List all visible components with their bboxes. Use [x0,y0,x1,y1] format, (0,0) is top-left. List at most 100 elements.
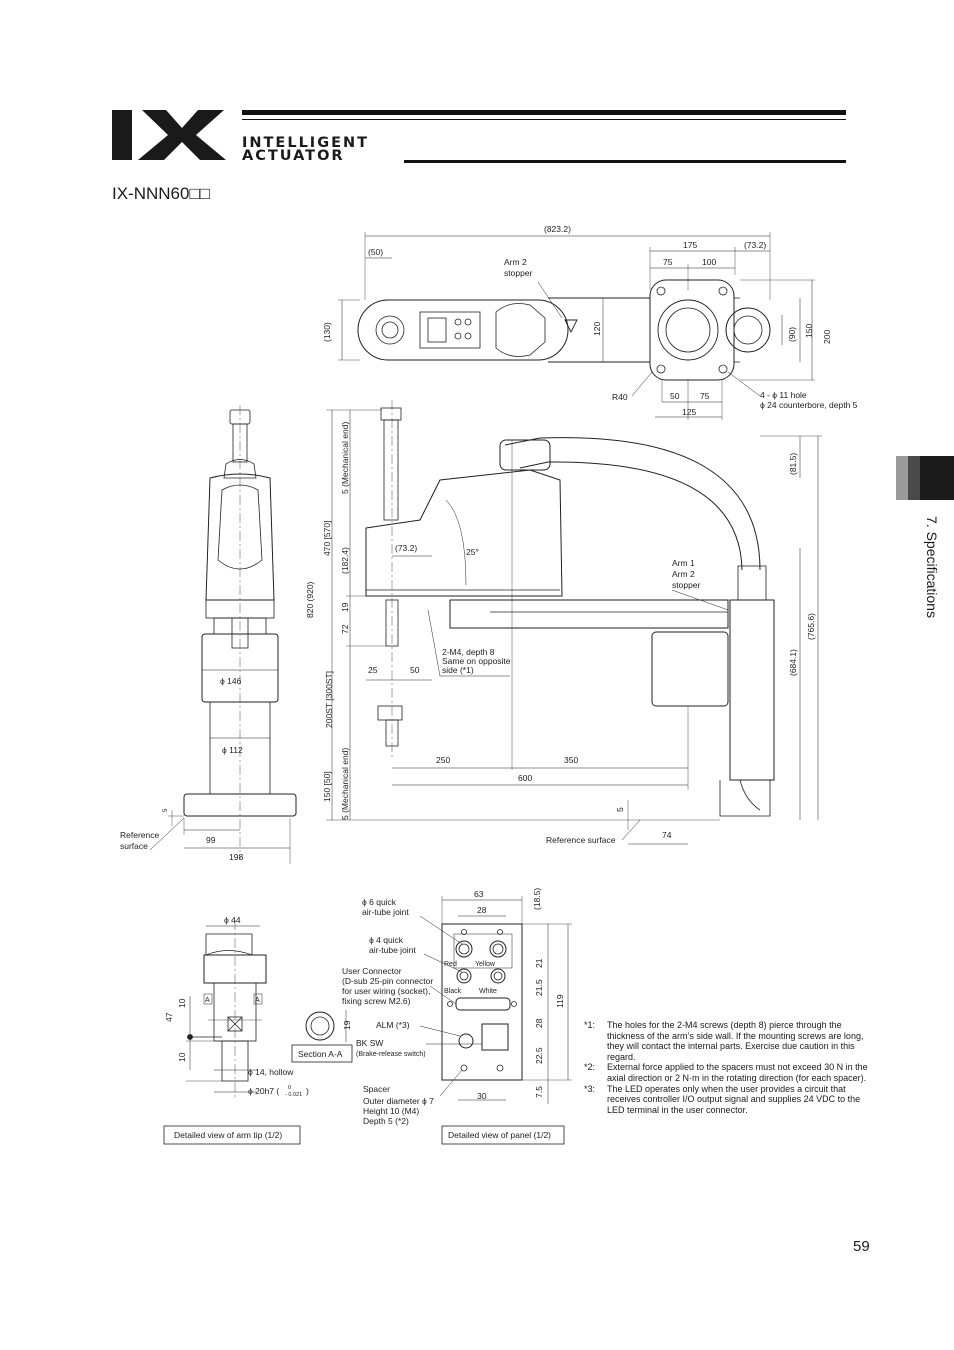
hole-spec-2: ϕ 24 counterbore, depth 5 [760,400,858,410]
q4-line1: ϕ 4 quick [369,935,404,945]
arm-tip-detail [163,920,353,1145]
note-3: *3: The LED operates only when the user … [584,1084,876,1116]
dim-130: (130) [322,322,332,342]
panel-caption: Detailed view of panel (1/2) [448,1130,551,1140]
dim-198: 198 [229,852,243,862]
side-tab-mid [908,456,920,500]
m4-note-3: side (*1) [442,665,474,675]
dim-44: ϕ 44 [224,915,241,925]
tol-close: ) [306,1086,309,1096]
m4-note-1: 2-M4, depth 8 [442,647,495,657]
dim-47: 47 [164,1012,174,1022]
logo-line-1: INTELLIGENT [242,135,370,151]
dim-250: 250 [436,755,450,765]
hole-spec-1: 4 - ϕ 11 hole [760,390,807,400]
dim-28-panel: 28 [477,905,487,915]
red-label: Red [444,961,457,968]
dim-119: 119 [555,994,565,1008]
dim-63: 63 [474,889,484,899]
dim-10b: 10 [177,1052,187,1062]
logo-line-2: ACTUATOR [242,148,345,164]
dim-820: 820 (920) [305,581,315,618]
dim-30: 30 [477,1091,487,1101]
arm2-stopper-line2: stopper [504,268,533,278]
uc-line4: fixing screw M2.6) [342,996,411,1006]
dim-81: (81.5) [788,453,798,475]
dim-73-top: (73.2) [744,240,766,250]
yellow-label: Yellow [475,961,496,968]
note-2: *2: External force applied to the spacer… [584,1062,876,1083]
dim-100: 100 [702,257,716,267]
note-3-mark: *3: [584,1083,596,1094]
tol-top: 0 [288,1085,291,1091]
stopper-label: stopper [672,580,701,590]
section-aa: Section A-A [298,1049,343,1059]
q4-line2: air-tube joint [369,945,416,955]
note-1: *1: The holes for the 2-M4 screws (depth… [584,1020,876,1062]
panel-detail [419,896,572,1145]
note-2-mark: *2: [584,1062,596,1073]
bksw-line1: BK SW [356,1038,383,1048]
tol-bot: - 0.021 [285,1092,302,1098]
dim-22-5: 22.5 [534,1047,544,1064]
uc-line2: (D-sub 25-pin connector [342,976,433,986]
dim-823: (823.2) [544,224,571,234]
spacer-line3: Height 10 (M4) [363,1106,419,1116]
mech-end-bot: 5 (Mechanical end) [340,748,350,820]
q6-line2: air-tube joint [362,907,409,917]
dim-125: 125 [682,407,696,417]
header-rule-thin [242,119,846,120]
alm-label: ALM (*3) [376,1020,410,1030]
side-view [326,400,822,845]
uc-line1: User Connector [342,966,402,976]
arm1-label: Arm 1 [672,558,695,568]
note-2-text: External force applied to the spacers mu… [607,1062,868,1083]
white-label: White [479,988,497,995]
dim-90: (90) [787,327,797,342]
dim-175: 175 [683,240,697,250]
spacer-line4: Depth 5 (*2) [363,1116,409,1126]
logo-wordmark: INTELLIGENT ACTUATOR [242,135,370,164]
dim-182: (182.4) [340,547,350,574]
dim-5-side: 5 [615,807,625,812]
dim-765: (765.6) [806,613,816,640]
dim-stroke: 200ST [300ST] [324,671,334,728]
dim-75-top: 75 [663,257,673,267]
dim-350: 350 [564,755,578,765]
note-1-text: The holes for the 2-M4 screws (depth 8) … [607,1020,864,1062]
dim-18: (18.5) [532,888,542,910]
black-label: Black [444,988,462,995]
dim-150-side: 150 [50] [322,771,332,802]
top-view [338,232,815,420]
dim-19-tip: 19 [342,1020,352,1030]
dim-600: 600 [518,773,532,783]
dim-50-ext: (50) [368,247,383,257]
dim-73-side: (73.2) [395,543,417,553]
dim-75-top-b: 75 [700,391,710,401]
header-rule-lower [404,160,846,163]
ref-surface-side: Reference surface [546,835,616,845]
side-tab-label: 7. Specifications [924,516,940,618]
header-rule-thick [242,110,846,115]
dim-50-side: 50 [410,665,420,675]
dim-10a: 10 [177,998,187,1008]
dim-200: 200 [822,330,832,344]
dim-7-5: 7.5 [534,1086,544,1098]
dim-120: 120 [592,322,602,336]
dim-r40: R40 [612,392,628,402]
dim-19-side: 19 [340,602,350,612]
side-tab-dark [920,456,954,500]
dim-99: 99 [206,835,216,845]
m4-note-2: Same on opposite [442,656,511,666]
dim-28-v: 28 [534,1018,544,1028]
ref-line-2: surface [120,841,148,851]
dim-21: 21 [534,958,544,968]
arm2-label: Arm 2 [672,569,695,579]
bksw-line2: (Brake-release switch) [356,1051,426,1058]
spacer-line2: Outer diameter ϕ 7 [363,1096,434,1106]
dim-5-front: 5 [163,808,169,812]
note-3-text: The LED operates only when the user prov… [607,1083,861,1115]
angle-25: 25° [466,547,479,557]
dim-50-top: 50 [670,391,680,401]
